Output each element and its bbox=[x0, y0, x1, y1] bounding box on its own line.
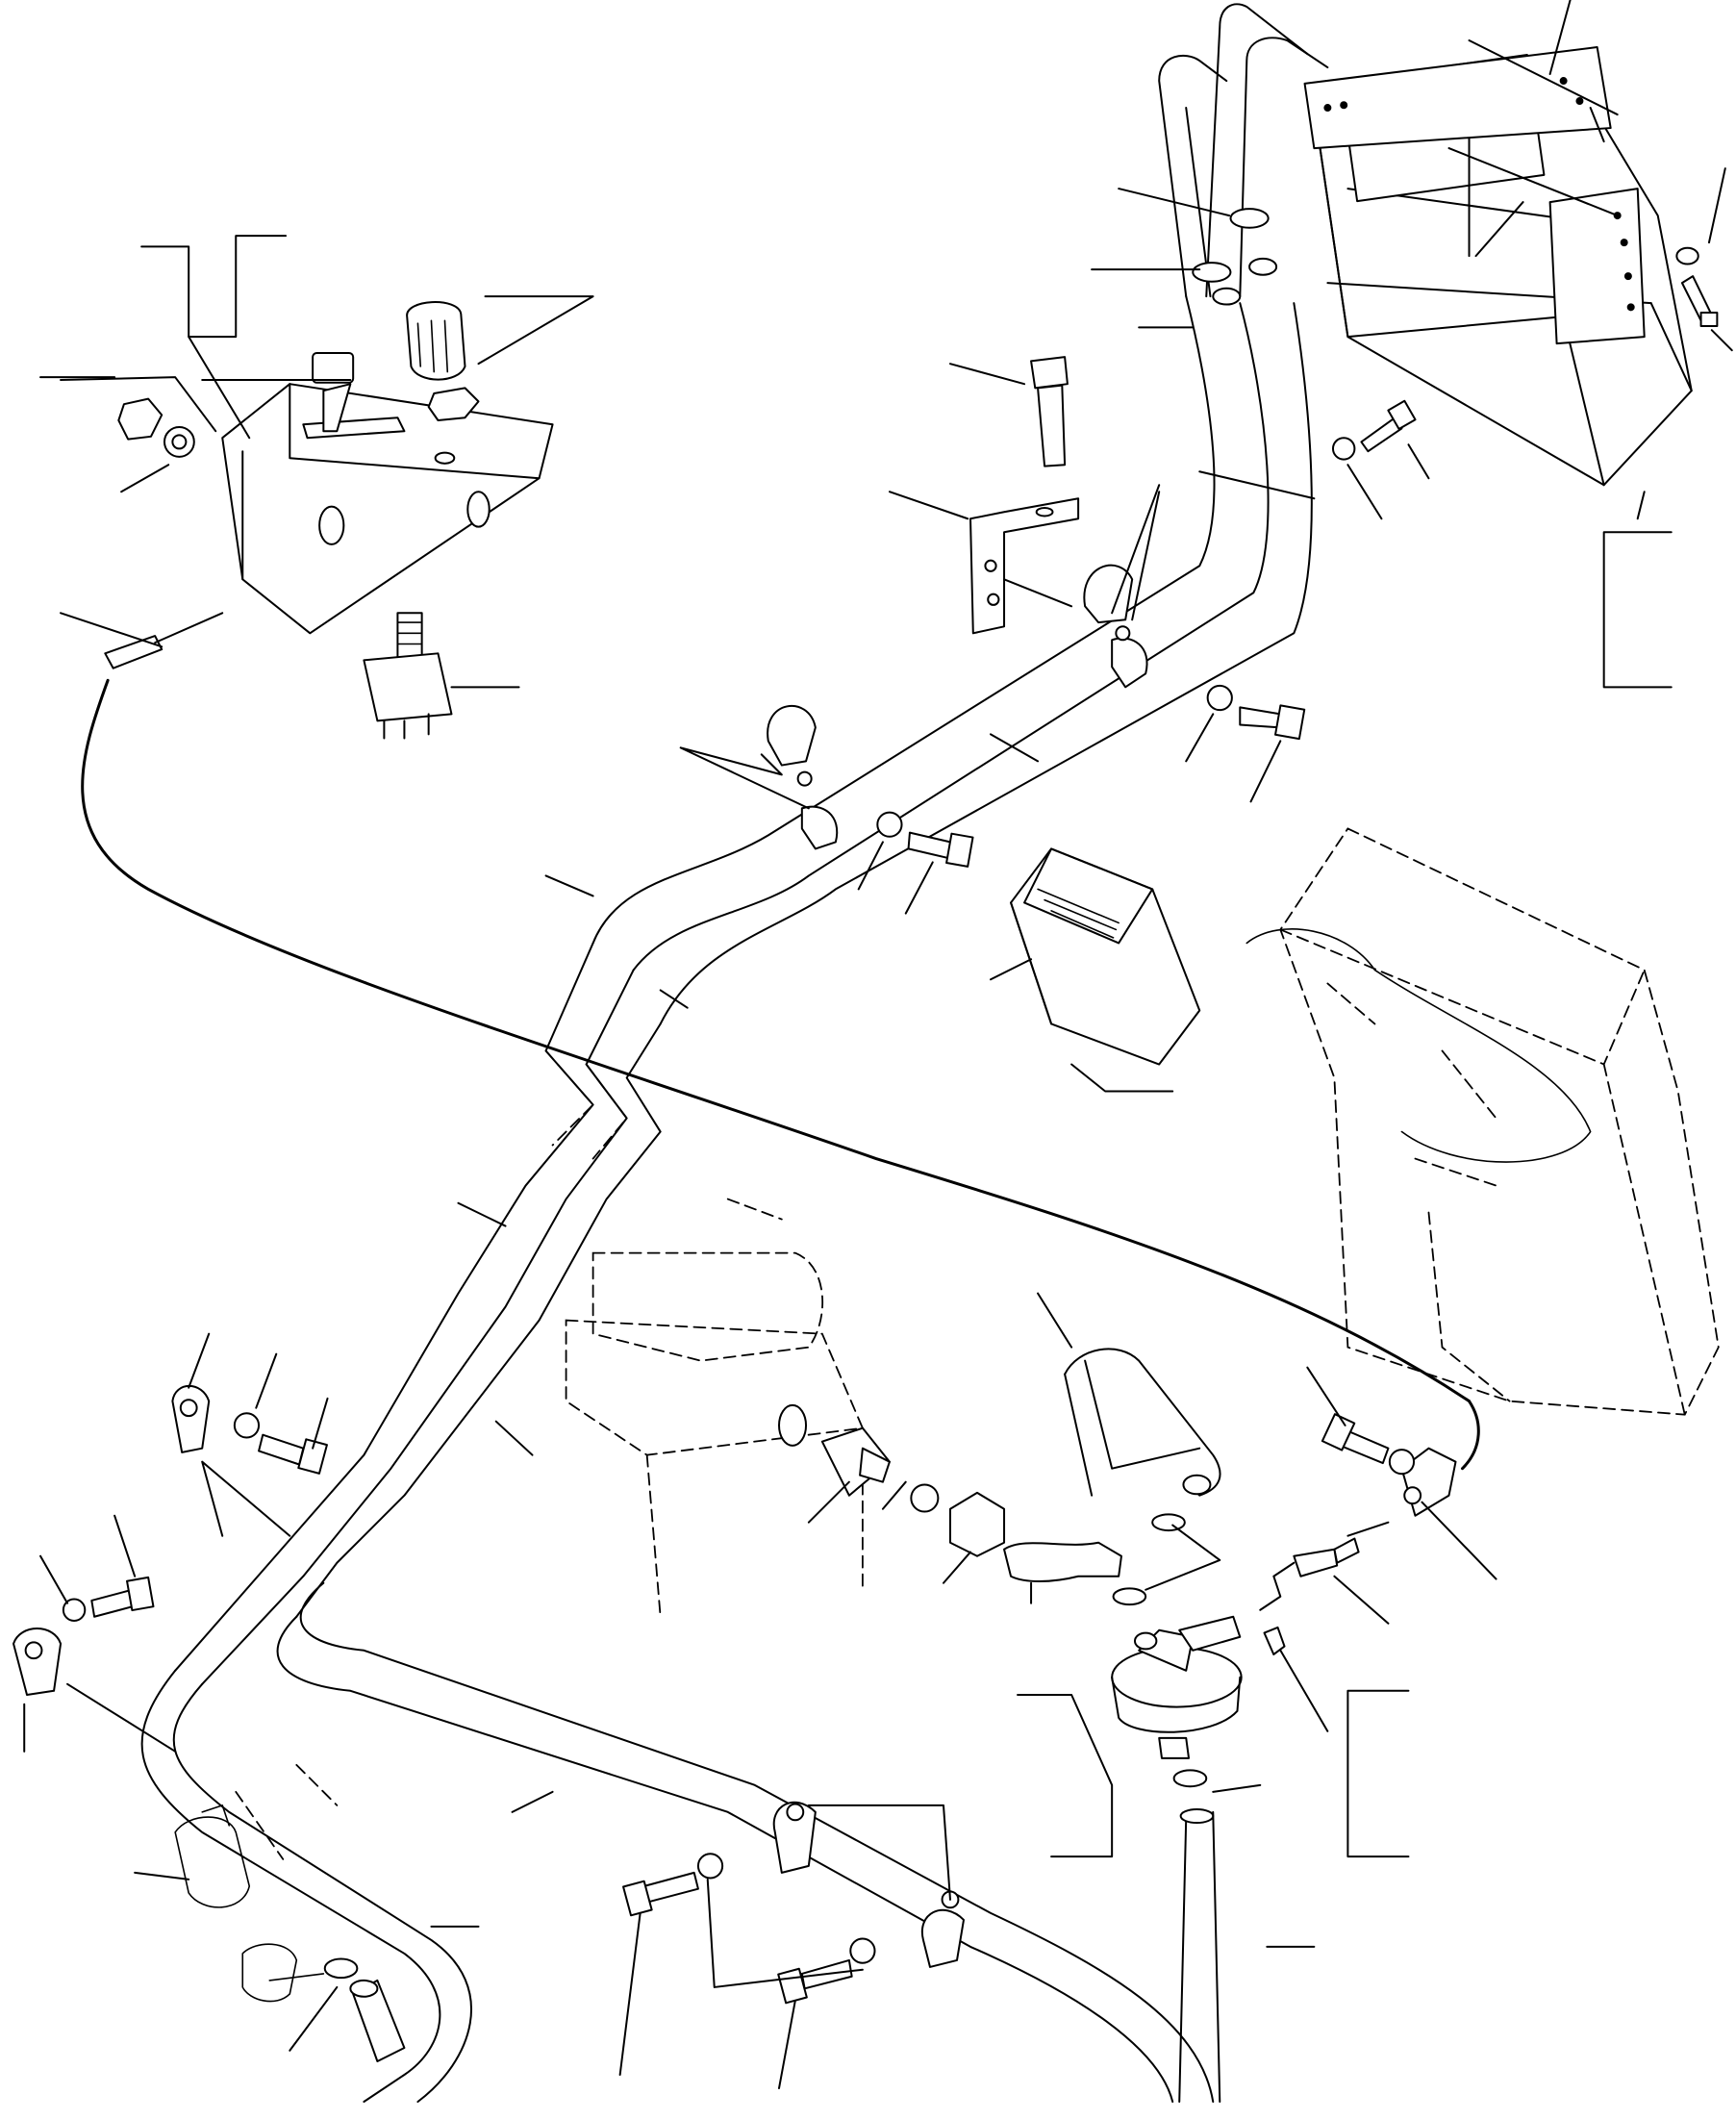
control-knob bbox=[407, 302, 465, 380]
lower-pipe-clamps-right bbox=[774, 1803, 964, 1967]
pipe-clamp-1 bbox=[1084, 566, 1146, 688]
blower-switch-box bbox=[1011, 848, 1199, 1064]
heater-hose-right-riser bbox=[1179, 1809, 1220, 2102]
hose-dashed-section bbox=[546, 1050, 627, 1158]
heater-bolts-mid bbox=[877, 401, 1415, 867]
control-cable bbox=[83, 613, 1479, 1468]
bracket-bolt bbox=[1031, 357, 1068, 466]
lower-pipe-clamp-left bbox=[13, 1386, 209, 1695]
heater-water-valve bbox=[1112, 1617, 1242, 1786]
lower-bolts-left bbox=[63, 1413, 327, 1621]
hose-end-stub bbox=[350, 1981, 404, 2061]
heater-control-panel-bracket bbox=[222, 384, 552, 633]
heater-hose-triangle bbox=[1004, 1349, 1220, 1581]
lower-bolts-right bbox=[623, 1414, 1414, 2003]
heater-valve-fitting bbox=[779, 1405, 1004, 1556]
engine-block-dashed bbox=[566, 1199, 863, 1617]
cable-clamp bbox=[1401, 1449, 1455, 1516]
cable-end-rod bbox=[1260, 1523, 1388, 1610]
cable-clip bbox=[1265, 1628, 1285, 1654]
heater-hose-outlet bbox=[175, 943, 661, 1683]
heater-hose-lower-loop bbox=[142, 1583, 1214, 2102]
blower-housing-dashed bbox=[1246, 828, 1718, 1414]
heater-bolt bbox=[1682, 276, 1717, 326]
panel-washer bbox=[164, 427, 194, 457]
heater-hose-inlet bbox=[593, 4, 1328, 1023]
clamp-bracket bbox=[970, 498, 1078, 633]
panel-nut bbox=[118, 399, 162, 440]
hose-clamp-upper-1 bbox=[1193, 209, 1276, 304]
hose-clamp-valve bbox=[1114, 1514, 1185, 1604]
control-knob-nut bbox=[429, 388, 479, 420]
callout-leader-lines bbox=[24, 0, 1732, 2088]
pipe-clamp-2 bbox=[767, 706, 837, 848]
engine-outlet-connector bbox=[175, 1765, 357, 2002]
heater-washer bbox=[1676, 248, 1698, 265]
temperature-control-lever bbox=[313, 353, 353, 431]
heater-bracket bbox=[1449, 40, 1618, 215]
heater-switch bbox=[364, 613, 451, 738]
